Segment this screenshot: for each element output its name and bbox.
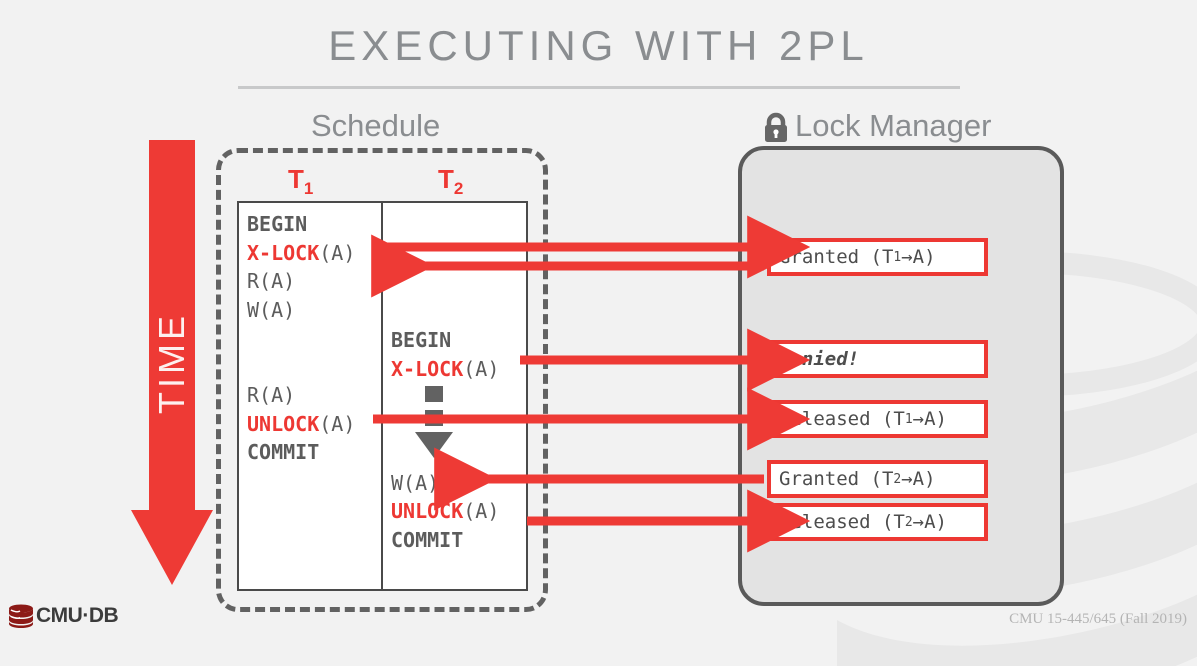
msg-text: Released (T <box>779 408 905 430</box>
msg-post: →A) <box>901 246 936 268</box>
statement-argument: (A) <box>319 240 356 265</box>
course-footer: CMU 15-445/645 (Fall 2019) <box>1009 611 1187 627</box>
wait-indicator-icon <box>413 386 455 458</box>
database-cylinder-icon <box>9 604 33 628</box>
statement-line: COMMIT <box>247 438 355 467</box>
msg-sub: 2 <box>904 514 913 530</box>
statement-line: COMMIT <box>391 526 499 555</box>
statement-keyword: BEGIN <box>391 328 452 352</box>
statement-line: W(A) <box>391 469 499 498</box>
statement-line: UNLOCK(A) <box>247 410 355 439</box>
statement-keyword: W(A) <box>391 470 440 495</box>
statement-keyword: UNLOCK <box>391 499 464 523</box>
t1-letter: T <box>288 164 304 194</box>
msg-sub: 1 <box>904 411 913 427</box>
statement-keyword: X-LOCK <box>391 356 464 381</box>
transaction-header-t1: T1 <box>288 164 313 199</box>
t1-subscript: 1 <box>303 179 314 199</box>
statement-line: R(A) <box>247 381 355 410</box>
msg-sub: 2 <box>893 471 902 487</box>
statement-line: X-LOCK(A) <box>247 239 355 268</box>
statement-line: BEGIN <box>391 326 499 355</box>
padlock-icon <box>761 112 791 149</box>
title-divider <box>238 86 960 89</box>
lock-manager-caption: Lock Manager <box>795 108 992 143</box>
t1-statement-list: BEGINX-LOCK(A)R(A)W(A)XXR(A)UNLOCK(A)COM… <box>247 210 355 467</box>
msg-text: Granted (T <box>779 468 894 490</box>
schedule-caption: Schedule <box>311 108 441 143</box>
transaction-header-t2: T2 <box>438 164 463 199</box>
statement-keyword: W(A) <box>247 297 296 322</box>
msg-post: →A) <box>912 511 947 533</box>
msg-text: Granted (T <box>779 246 894 268</box>
statement-keyword: UNLOCK <box>247 411 320 436</box>
time-axis-arrow <box>131 140 213 585</box>
schedule-container <box>216 148 548 612</box>
statement-line: BEGIN <box>247 210 355 239</box>
statement-line: R(A) <box>247 267 355 296</box>
statement-keyword: R(A) <box>247 383 296 407</box>
msg-post: →A) <box>901 468 936 490</box>
statement-keyword: COMMIT <box>391 527 464 552</box>
t2-subscript: 2 <box>453 179 464 199</box>
msg-text: Released (T <box>779 511 905 533</box>
page-title: EXECUTING WITH 2PL <box>328 22 869 69</box>
statement-keyword: COMMIT <box>247 440 320 464</box>
cmudb-logo-text: CMU·DB <box>36 604 119 627</box>
statement-line: UNLOCK(A) <box>391 497 499 526</box>
msg-post: →A) <box>912 408 947 430</box>
statement-line: X-LOCK(A) <box>391 355 499 384</box>
schedule-column-divider <box>381 201 383 591</box>
statement-argument: (A) <box>463 356 500 381</box>
statement-line: W(A) <box>247 296 355 325</box>
statement-keyword: X-LOCK <box>247 240 320 265</box>
msg-sub: 1 <box>893 249 902 265</box>
statement-argument: (A) <box>319 411 356 436</box>
lock-message-denied: Denied! <box>767 340 988 378</box>
statement-keyword: BEGIN <box>247 212 308 236</box>
cmudb-logo: CMU·DB <box>8 604 119 628</box>
msg-text: Denied! <box>779 348 860 370</box>
statement-argument: (A) <box>463 499 500 523</box>
statement-keyword: R(A) <box>247 269 296 293</box>
t2-letter: T <box>438 164 454 194</box>
